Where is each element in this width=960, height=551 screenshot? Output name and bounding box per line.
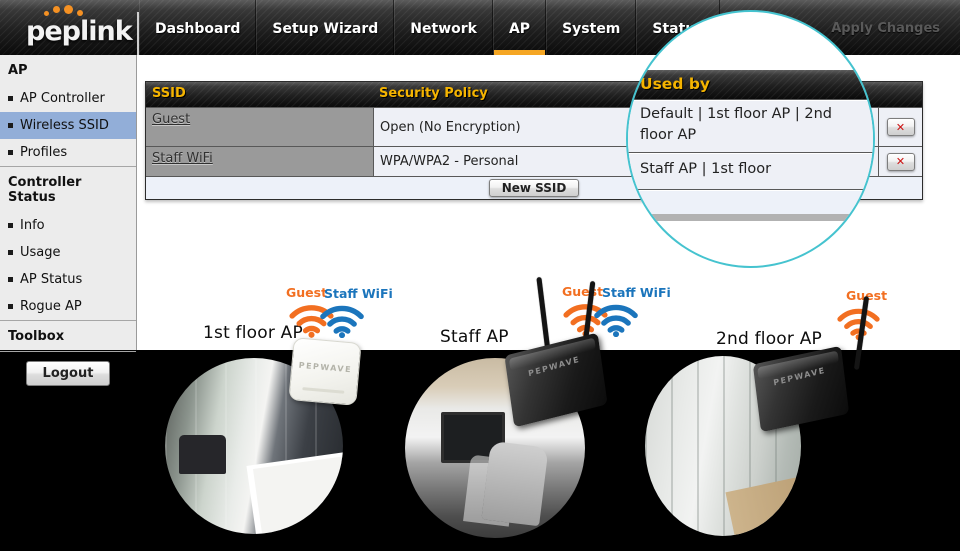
- bullet-icon: [8, 123, 13, 128]
- logo-text: peplink: [26, 16, 133, 47]
- security-cell: Open (No Encryption): [373, 108, 631, 146]
- sidebar-section-controller-status: Controller Status: [8, 175, 82, 205]
- ssid-tag-guest: Guest: [846, 288, 887, 303]
- bullet-icon: [8, 277, 13, 282]
- ssid-link-guest[interactable]: Guest: [152, 112, 191, 127]
- wifi-staff-icon: [594, 304, 638, 337]
- tab-setup-wizard[interactable]: Setup Wizard: [256, 0, 395, 55]
- sidebar-item-ap-controller[interactable]: AP Controller: [0, 85, 136, 112]
- tab-system[interactable]: System: [546, 0, 637, 55]
- bullet-icon: [8, 223, 13, 228]
- sidebar-divider: [0, 351, 136, 352]
- ssid-tag-guest: Guest: [562, 284, 604, 299]
- new-ssid-button[interactable]: New SSID: [488, 179, 580, 197]
- device-brand-label: PEPWAVE: [527, 354, 581, 379]
- apply-changes-button[interactable]: Apply Changes: [831, 21, 940, 36]
- ssid-link-staff-wifi[interactable]: Staff WiFi: [152, 151, 213, 166]
- sidebar-item-label: AP Controller: [20, 91, 105, 106]
- device-brand-label: PEPWAVE: [298, 360, 353, 375]
- device-brand-label: PEPWAVE: [772, 365, 827, 388]
- delete-ssid-button[interactable]: ✕: [886, 118, 915, 136]
- wifi-group-staff: Guest Staff WiFi: [556, 284, 671, 340]
- magnified-used-by-header: Used by: [628, 70, 873, 100]
- ap-label-1st-floor: 1st floor AP: [203, 323, 303, 343]
- sidebar-item-label: Rogue AP: [20, 299, 82, 314]
- ssid-tag-guest: Guest: [286, 285, 328, 300]
- sidebar-item-label: Wireless SSID: [20, 118, 109, 133]
- bullet-icon: [8, 96, 13, 101]
- column-header-security-policy: Security Policy: [379, 86, 488, 101]
- ssid-cell: Guest: [146, 108, 373, 146]
- tab-network[interactable]: Network: [394, 0, 493, 55]
- tab-ap[interactable]: AP: [492, 0, 547, 55]
- bullet-icon: [8, 304, 13, 309]
- nav-tabs: Dashboard Setup Wizard Network AP System…: [139, 0, 720, 55]
- sidebar-section-ap: AP: [8, 63, 28, 78]
- sidebar-divider: [0, 320, 136, 321]
- logo-dots-icon: [44, 5, 92, 17]
- tab-dashboard[interactable]: Dashboard: [139, 0, 257, 55]
- sidebar-divider: [0, 166, 136, 167]
- sidebar-item-rogue-ap[interactable]: Rogue AP: [0, 293, 136, 320]
- sidebar-item-ap-status[interactable]: AP Status: [0, 266, 136, 293]
- ap-label-staff: Staff AP: [440, 327, 509, 347]
- sidebar-item-info[interactable]: Info: [0, 212, 136, 239]
- sidebar-item-label: Usage: [20, 245, 61, 260]
- sidebar-item-label: AP Status: [20, 272, 83, 287]
- bullet-icon: [8, 250, 13, 255]
- magnified-table-edge: [628, 214, 873, 221]
- column-header-actions: [878, 82, 922, 107]
- ap-device-1st-floor: PEPWAVE: [288, 337, 362, 406]
- wifi-staff-icon: [320, 305, 364, 338]
- magnified-footer-strip: [628, 191, 873, 214]
- actions-cell: ✕: [878, 108, 922, 146]
- sidebar-item-label: Profiles: [20, 145, 68, 160]
- security-cell: WPA/WPA2 - Personal: [373, 147, 631, 176]
- sidebar-section-toolbox: Toolbox: [8, 329, 65, 344]
- magnifier-circle: Used by Default | 1st floor AP | 2nd flo…: [626, 10, 875, 268]
- magnified-used-by-row: Default | 1st floor AP | 2nd floor AP: [628, 101, 873, 153]
- actions-cell: ✕: [878, 147, 922, 176]
- logo-divider: [137, 12, 139, 55]
- peplink-logo[interactable]: peplink: [0, 0, 137, 55]
- column-header-ssid: SSID: [152, 86, 186, 101]
- ssid-tag-staff-wifi: Staff WiFi: [602, 285, 671, 300]
- ssid-tag-staff-wifi: Staff WiFi: [324, 286, 393, 301]
- ssid-cell: Staff WiFi: [146, 147, 373, 176]
- sidebar-item-usage[interactable]: Usage: [0, 239, 136, 266]
- bullet-icon: [8, 150, 13, 155]
- wifi-group-1st-floor: Guest Staff WiFi: [284, 285, 393, 341]
- wifi-guest-icon: [289, 305, 334, 338]
- magnified-used-by-row: Staff AP | 1st floor: [628, 154, 873, 190]
- delete-ssid-button[interactable]: ✕: [886, 152, 915, 171]
- sidebar-item-profiles[interactable]: Profiles: [0, 139, 136, 166]
- ap-label-2nd-floor: 2nd floor AP: [716, 329, 822, 349]
- sidebar: AP AP Controller Wireless SSID Profiles …: [0, 55, 137, 386]
- sidebar-item-label: Info: [20, 218, 45, 233]
- logout-button[interactable]: Logout: [25, 361, 111, 386]
- sidebar-item-wireless-ssid[interactable]: Wireless SSID: [0, 112, 136, 139]
